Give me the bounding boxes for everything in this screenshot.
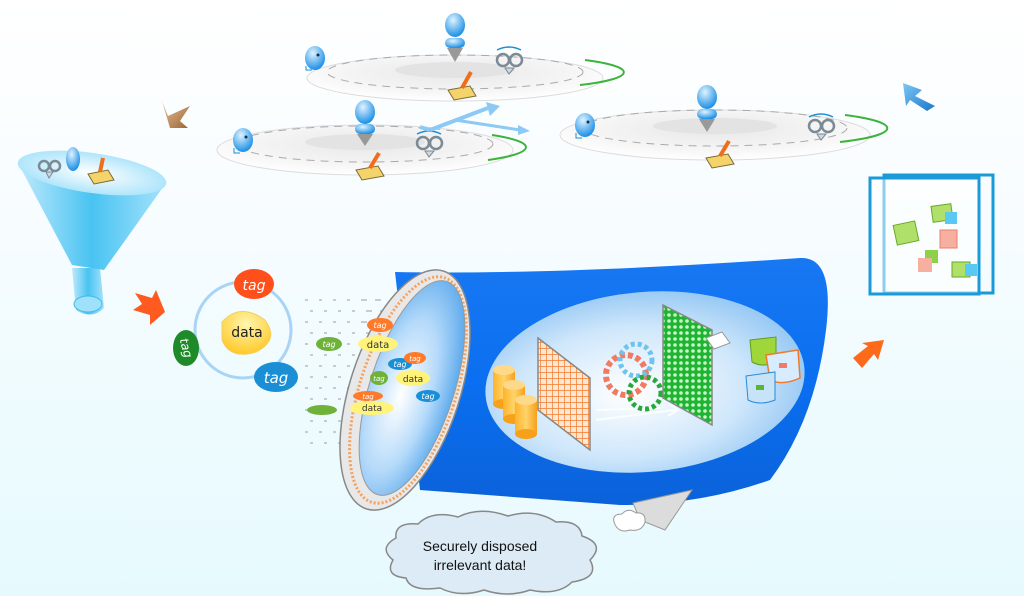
stream-tag: tag — [367, 318, 393, 332]
stream-tag: tag — [404, 352, 426, 364]
green-filter-mesh — [662, 303, 713, 427]
svg-text:tag: tag — [409, 355, 421, 363]
satellite-dish-icon — [233, 128, 253, 154]
document-edit-icon — [705, 139, 735, 169]
tag-orange: tag — [234, 269, 274, 299]
stream-tag: tag — [353, 391, 383, 401]
tag-label: tag — [177, 337, 196, 360]
svg-text:tag: tag — [362, 393, 374, 401]
stream-data: data — [396, 370, 430, 386]
satellite-dish-icon — [66, 147, 80, 171]
orange-filter-mesh — [537, 336, 591, 452]
svg-text:tag: tag — [322, 340, 335, 349]
stream-tag: tag — [416, 390, 440, 402]
svg-text:tag: tag — [421, 392, 434, 401]
tag-green: tag — [173, 330, 199, 366]
database-cylinders — [493, 365, 537, 439]
collection-platform-left — [216, 100, 527, 181]
arrow-brown-icon — [162, 101, 190, 128]
camera-icon — [807, 113, 836, 141]
document-edit-icon — [447, 71, 477, 101]
tag-label: tag — [243, 278, 266, 294]
collection-platform-right — [559, 85, 889, 169]
document-edit-icon — [355, 151, 385, 181]
stream-labels: tag data tag tag data tag tag tag data t… — [307, 318, 440, 415]
satellite-dish-icon — [575, 113, 595, 139]
person-icon — [355, 100, 375, 146]
satellite-dish-icon — [305, 46, 325, 71]
gears-icon — [603, 341, 664, 412]
output-containers — [745, 336, 801, 404]
arrow-orange-right-icon — [133, 290, 165, 325]
stream-tag: tag — [316, 337, 342, 351]
arrow-orange-up-icon — [853, 340, 884, 368]
collection-platform-top — [305, 13, 625, 102]
platform-sync-arrows — [419, 102, 530, 135]
arrow-blue-icon — [903, 83, 935, 111]
tag-blue: tag — [254, 362, 298, 392]
camera-icon — [37, 159, 62, 179]
person-icon — [697, 85, 717, 132]
exhaust-pipe — [613, 489, 694, 532]
stream-data: data — [358, 336, 398, 352]
data-label: data — [231, 325, 263, 341]
tag-data-cycle: data tag tag tag — [173, 269, 298, 392]
data-blob: data — [221, 311, 272, 355]
svg-text:data: data — [362, 404, 382, 414]
tag-label: tag — [264, 369, 289, 387]
cloud-text: Securely disposed irrelevant data! — [400, 537, 560, 575]
svg-text:tag: tag — [373, 375, 385, 383]
stream-data: data — [350, 401, 394, 415]
cloud-line-1: Securely disposed — [422, 538, 538, 554]
document-edit-icon — [87, 157, 115, 185]
flow-arrows — [595, 403, 680, 421]
document-stack-icon — [705, 331, 731, 350]
result-frame — [868, 173, 995, 296]
svg-text:data: data — [403, 375, 423, 385]
svg-text:tag: tag — [373, 321, 386, 330]
cloud-callout — [385, 510, 598, 595]
data-cubes-icon — [892, 203, 977, 278]
funnel — [17, 147, 167, 315]
svg-text:tag: tag — [393, 360, 406, 369]
stream-tag: tag — [370, 371, 388, 385]
cloud-line-2: irrelevant data! — [433, 557, 527, 573]
svg-text:data: data — [367, 340, 390, 351]
camera-icon — [495, 46, 524, 75]
person-icon — [445, 13, 465, 62]
